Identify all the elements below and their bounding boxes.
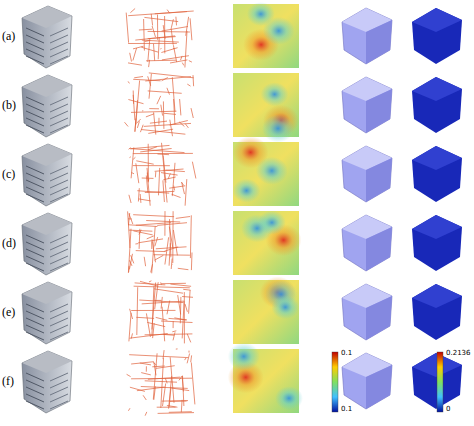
row-label: (c) (2, 167, 15, 182)
colorbar-value: 0 (446, 405, 450, 413)
colorbar-value: 0.1 (341, 405, 352, 413)
row-label: (e) (2, 305, 15, 320)
colorbar-value: 0.2136 (446, 349, 471, 357)
row-label: (a) (2, 29, 15, 44)
colorbar-value: 0.1 (341, 349, 352, 357)
row-label: (b) (2, 98, 16, 113)
row-label: (f) (2, 374, 14, 389)
row-label: (d) (2, 236, 16, 251)
